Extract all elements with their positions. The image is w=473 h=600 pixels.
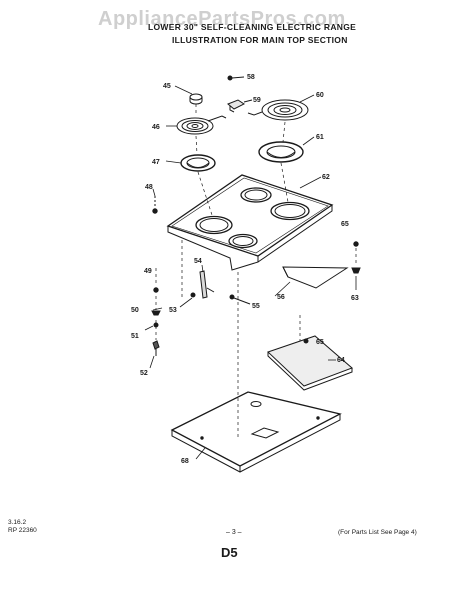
section-code: D5 bbox=[221, 545, 238, 560]
callout-64: 64 bbox=[337, 357, 345, 364]
part-64-panel bbox=[267, 335, 353, 391]
callout-65-lower: 65 bbox=[316, 339, 324, 346]
part-68-bottom-pan bbox=[170, 391, 342, 473]
part-50-clip bbox=[151, 310, 161, 316]
callout-48: 48 bbox=[145, 184, 153, 191]
part-51-nut bbox=[153, 322, 159, 328]
callout-61: 61 bbox=[316, 134, 324, 141]
part-53-screw bbox=[190, 292, 196, 298]
callout-60: 60 bbox=[316, 92, 324, 99]
callout-63: 63 bbox=[351, 295, 359, 302]
part-49-screw bbox=[153, 287, 159, 293]
callout-52: 52 bbox=[140, 370, 148, 377]
part-62-main-top bbox=[166, 174, 334, 271]
parts-list-note: (For Parts List See Page 4) bbox=[338, 529, 417, 536]
callout-50: 50 bbox=[131, 307, 139, 314]
watermark-text: AppliancePartsPros.com bbox=[98, 8, 346, 30]
callout-62: 62 bbox=[322, 174, 330, 181]
part-54-bracket bbox=[199, 270, 215, 299]
part-59-terminal-block bbox=[227, 99, 253, 113]
document-number: RP 22360 bbox=[8, 527, 37, 534]
part-45-clip bbox=[189, 93, 203, 105]
part-48-screw bbox=[152, 196, 158, 214]
part-61-large-drip-pan bbox=[258, 141, 304, 163]
revision-code: 3.16.2 bbox=[8, 519, 27, 526]
callout-53: 53 bbox=[169, 307, 177, 314]
page-number: – 3 – bbox=[226, 529, 242, 536]
callout-59: 59 bbox=[253, 97, 261, 104]
callout-47: 47 bbox=[152, 159, 160, 166]
callout-55: 55 bbox=[252, 303, 260, 310]
callout-56: 56 bbox=[277, 294, 285, 301]
diagram-subtitle: ILLUSTRATION FOR MAIN TOP SECTION bbox=[172, 35, 348, 45]
callout-68: 68 bbox=[181, 458, 189, 465]
callout-45: 45 bbox=[163, 83, 171, 90]
part-65-screw-lower bbox=[303, 338, 309, 344]
diagram-title: LOWER 30" SELF-CLEANING ELECTRIC RANGE bbox=[148, 22, 357, 32]
part-47-small-drip-pan bbox=[180, 154, 216, 172]
alignment-lines bbox=[155, 104, 357, 440]
callout-65-upper: 65 bbox=[341, 221, 349, 228]
part-58-screw bbox=[227, 75, 245, 81]
part-52-bracket bbox=[152, 340, 160, 356]
callout-51: 51 bbox=[131, 333, 139, 340]
callout-54: 54 bbox=[194, 258, 202, 265]
part-46-small-surface-element bbox=[176, 115, 227, 135]
part-60-large-surface-element bbox=[247, 99, 309, 121]
callout-49: 49 bbox=[144, 268, 152, 275]
callout-46: 46 bbox=[152, 124, 160, 131]
part-56-rod bbox=[282, 266, 349, 289]
leader-lines bbox=[144, 85, 357, 460]
part-65-screw bbox=[353, 241, 359, 247]
part-55-screw bbox=[229, 294, 251, 305]
part-63-clip bbox=[351, 267, 361, 274]
callout-58: 58 bbox=[247, 74, 255, 81]
